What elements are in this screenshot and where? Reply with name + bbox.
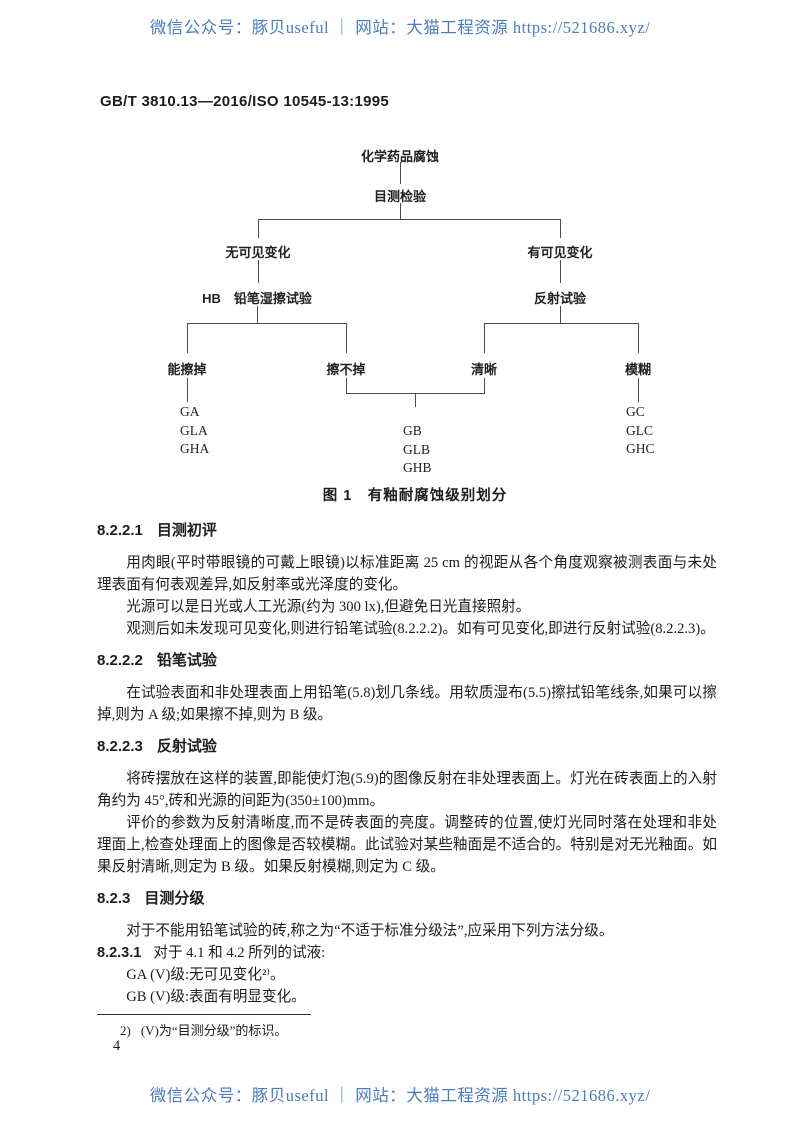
class-code: GA	[180, 404, 200, 419]
grade-definition: GB (V)级:表面有明显变化。	[126, 989, 306, 1005]
flowchart-connector	[257, 306, 258, 323]
footnote-marker: 2)	[120, 1023, 131, 1038]
flowchart-connector	[346, 378, 347, 393]
paragraph: 将砖摆放在这样的装置,即能使灯泡(5.9)的图像反射在非处理表面上。灯光在砖表面…	[97, 771, 717, 809]
class-code: GLB	[403, 441, 430, 457]
section-heading-8.2.2.1: 8.2.2.1 目测初评	[97, 522, 717, 540]
flowchart-connector	[560, 306, 561, 323]
flowchart-connector	[400, 162, 401, 184]
section-heading-8.2.2.3: 8.2.2.3 反射试验	[97, 738, 717, 756]
section-number: 8.2.2.2	[97, 652, 143, 669]
doc-number: GB/T 3810.13—2016/ISO 10545-13:1995	[100, 93, 390, 110]
flowchart-connector	[258, 219, 561, 220]
flowchart-connector	[560, 219, 561, 238]
node-no-visible-change: 无可见变化	[225, 245, 291, 260]
class-code: GHC	[626, 441, 655, 456]
grade-definition: GA (V)级:无可见变化²⁾。	[126, 967, 285, 983]
flowchart-connector	[484, 323, 639, 324]
node-chemical-corrosion: 化学药品腐蚀	[360, 149, 440, 164]
clause-text: 对于 4.1 和 4.2 所列的试液:	[153, 945, 326, 961]
section-title: 铅笔试验	[156, 652, 217, 669]
node-cannot-wipe-off: 擦不掉	[326, 362, 366, 377]
footnote-text: (V)为“目测分级”的标识。	[140, 1023, 288, 1038]
class-column-b: GB GLB GHB	[403, 422, 432, 478]
watermark-bottom: 微信公众号：豚贝useful ｜ 网站：大猫工程资源 https://52168…	[149, 1086, 651, 1105]
flowchart-connector	[638, 378, 639, 402]
flowchart-connector	[187, 323, 347, 324]
section-heading-8.2.3: 8.2.3 目测分级	[97, 890, 717, 908]
section-title: 反射试验	[156, 738, 217, 755]
section-number: 8.2.2.3	[97, 738, 143, 755]
flowchart-connector	[638, 323, 639, 353]
watermark-top: 微信公众号：豚贝useful ｜ 网站：大猫工程资源 https://52168…	[149, 18, 651, 37]
section-title: 目测初评	[156, 522, 217, 539]
clause-number: 8.2.3.1	[97, 945, 142, 961]
section-title: 目测分级	[144, 890, 205, 907]
class-column-a: GA GLA GHA	[180, 403, 209, 459]
class-code: GB	[403, 423, 422, 438]
node-pencil-test: HB 铅笔湿擦试验	[202, 291, 312, 306]
flowchart-connector	[258, 260, 259, 283]
figure-flowchart: 化学药品腐蚀 目测检验 无可见变化 有可见变化 HB 铅笔湿擦试验 反射试验 能…	[100, 140, 740, 512]
flowchart-connector	[258, 219, 259, 238]
section-heading-8.2.2.2: 8.2.2.2 铅笔试验	[97, 652, 717, 670]
node-blurred: 模糊	[624, 362, 652, 377]
footnote: 2) (V)为“目测分级”的标识。	[120, 1022, 287, 1040]
paragraph: 用肉眼(平时带眼镜的可戴上眼镜)以标准距离 25 cm 的视距从各个角度观察被测…	[97, 555, 717, 593]
clause-8.2.3.1: 8.2.3.1 对于 4.1 和 4.2 所列的试液:	[97, 942, 717, 964]
page-number: 4	[113, 1038, 121, 1054]
class-code: GC	[626, 404, 645, 419]
footnote-divider	[97, 1014, 311, 1015]
flowchart-connector	[346, 323, 347, 353]
class-code: GHB	[403, 460, 432, 475]
section-number: 8.2.3	[97, 890, 131, 907]
figure-caption: 图 1 有釉耐腐蚀级别划分	[322, 488, 508, 504]
flowchart-connector	[560, 260, 561, 283]
flowchart-connector	[484, 323, 485, 353]
flowchart-connector	[187, 323, 188, 353]
class-code: GHA	[180, 441, 210, 456]
paragraph: 对于不能用铅笔试验的砖,称之为“不适于标准分级法”,应采用下列方法分级。	[126, 923, 614, 939]
paragraph: 光源可以是日光或人工光源(约为 300 lx),但避免日光直接照射。	[126, 599, 531, 615]
paragraph: 评价的参数为反射清晰度,而不是砖表面的亮度。调整砖的位置,使灯光同时落在处理和非…	[97, 815, 717, 875]
flowchart-connector	[400, 203, 401, 219]
node-reflection-test: 反射试验	[533, 291, 587, 306]
class-code: GLA	[180, 422, 208, 438]
node-can-wipe-off: 能擦掉	[167, 362, 207, 377]
paragraph: 在试验表面和非处理表面上用铅笔(5.8)划几条线。用软质湿布(5.5)擦拭铅笔线…	[97, 685, 717, 723]
section-number: 8.2.2.1	[97, 522, 143, 539]
node-visual-inspection: 目测检验	[373, 189, 427, 204]
flowchart-connector	[484, 378, 485, 393]
node-clear: 清晰	[470, 362, 498, 377]
flowchart-connector	[415, 393, 416, 407]
body-text: 8.2.2.1 目测初评 用肉眼(平时带眼镜的可戴上眼镜)以标准距离 25 cm …	[97, 522, 717, 1008]
paragraph: 观测后如未发现可见变化,则进行铅笔试验(8.2.2.2)。如有可见变化,即进行反…	[126, 621, 715, 637]
class-code: GLC	[626, 422, 653, 438]
node-visible-change: 有可见变化	[527, 245, 593, 260]
class-column-c: GC GLC GHC	[626, 403, 655, 459]
flowchart-connector	[187, 378, 188, 402]
